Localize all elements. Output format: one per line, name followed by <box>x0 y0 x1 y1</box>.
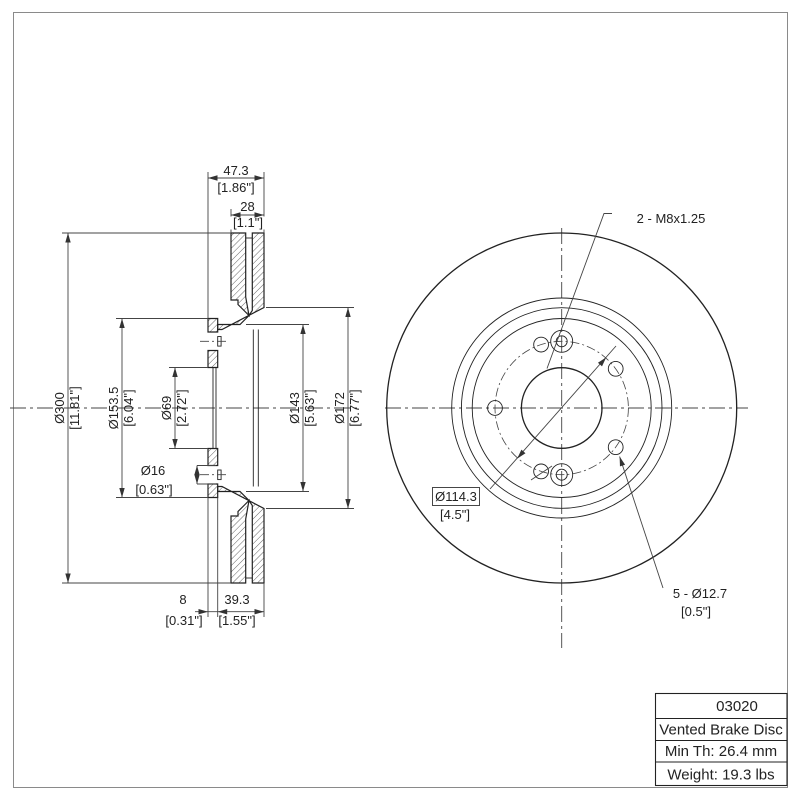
lug-hole <box>607 439 624 456</box>
front-view: 2 - M8x1.25 Ø114.3 [4.5"] 5 - Ø12.7 [0.5… <box>385 211 748 648</box>
dim-overall-width-in: [1.86"] <box>217 180 254 195</box>
dim-inner-dia-in: [6.77"] <box>347 389 362 426</box>
disc-outer-circle <box>386 232 738 584</box>
dim-flange-thickness-mm: 8 <box>179 592 186 607</box>
lug-hole <box>607 360 624 377</box>
dim-center-bore-mm: Ø69 <box>159 396 174 421</box>
center-bore-circle <box>520 367 603 449</box>
label-bolt-circle-in: [4.5"] <box>440 507 470 522</box>
bolt-circle-label-box <box>432 487 480 506</box>
label-thread-callout: 2 - M8x1.25 <box>637 211 706 226</box>
thread-hole-outer <box>550 329 574 353</box>
dim-hat-depth-in: [1.55"] <box>218 613 255 628</box>
flange-top-outer <box>207 317 219 333</box>
thread-leader <box>546 213 612 369</box>
hat-circle <box>471 318 652 498</box>
dim-flange-hole-in: [0.63"] <box>135 482 172 497</box>
dim-drum-dia-mm: Ø143 <box>287 392 302 424</box>
dim-disc-thickness-in: [1.1"] <box>233 215 263 230</box>
thread-hole-inner <box>555 468 568 481</box>
label-bolt-circle-mm: Ø114.3 <box>435 489 477 504</box>
dimension-arrowheads <box>65 175 626 615</box>
bolt-circle <box>494 340 629 476</box>
dim-flange-hole-mm: Ø16 <box>141 463 166 478</box>
friction-edge-circle <box>451 297 673 519</box>
dim-hat-dia-in: [6.04"] <box>121 389 136 426</box>
outboard-plate-top <box>230 232 250 318</box>
label-lug-holes-in: [0.5"] <box>681 604 711 619</box>
title-block-type: Vented Brake Disc <box>659 722 783 739</box>
title-block: 03020 Vented Brake Disc Min Th: 26.4 mm … <box>654 692 788 787</box>
bolt-circle-leader <box>530 465 553 481</box>
dim-hat-dia-mm: Ø153.5 <box>106 387 121 430</box>
bolt-circle-diameter-line <box>489 345 617 490</box>
title-block-part-number: 03020 <box>716 698 758 715</box>
thread-hole-outer <box>550 463 574 487</box>
title-block-weight: Weight: 19.3 lbs <box>667 767 774 784</box>
lug-hole <box>533 463 549 480</box>
dim-flange-thickness-in: [0.31"] <box>165 613 202 628</box>
lug-hole <box>487 400 503 416</box>
lug-hole-leader <box>619 456 664 589</box>
sheet-border <box>13 12 788 788</box>
dim-center-bore-in: [2.72"] <box>174 389 189 426</box>
dim-inner-dia-mm: Ø172 <box>332 392 347 424</box>
dim-overall-width-mm: 47.3 <box>223 163 248 178</box>
flange-bottom-outer <box>207 483 219 499</box>
outboard-plate-bottom <box>230 498 250 584</box>
section-view <box>10 232 358 584</box>
flange-top-inner <box>207 349 219 369</box>
dim-hat-depth-mm: 39.3 <box>224 592 249 607</box>
flange-bottom-inner <box>207 447 219 467</box>
dim-disc-thickness-mm: 28 <box>240 199 254 214</box>
title-block-min-thickness: Min Th: 26.4 mm <box>665 743 777 760</box>
dim-drum-dia-in: [5.63"] <box>302 389 317 426</box>
dim-outer-dia-mm: Ø300 <box>52 392 67 424</box>
label-lug-holes-mm: 5 - Ø12.7 <box>673 586 727 601</box>
dim-outer-dia-in: [11.81"] <box>67 386 82 429</box>
inner-dia-circle <box>460 307 663 509</box>
thread-hole-inner <box>555 335 568 348</box>
lug-hole <box>533 336 549 353</box>
section-dimensions: 47.3 [1.86"] 28 [1.1"] Ø300 [11.81"] Ø15… <box>52 163 362 628</box>
